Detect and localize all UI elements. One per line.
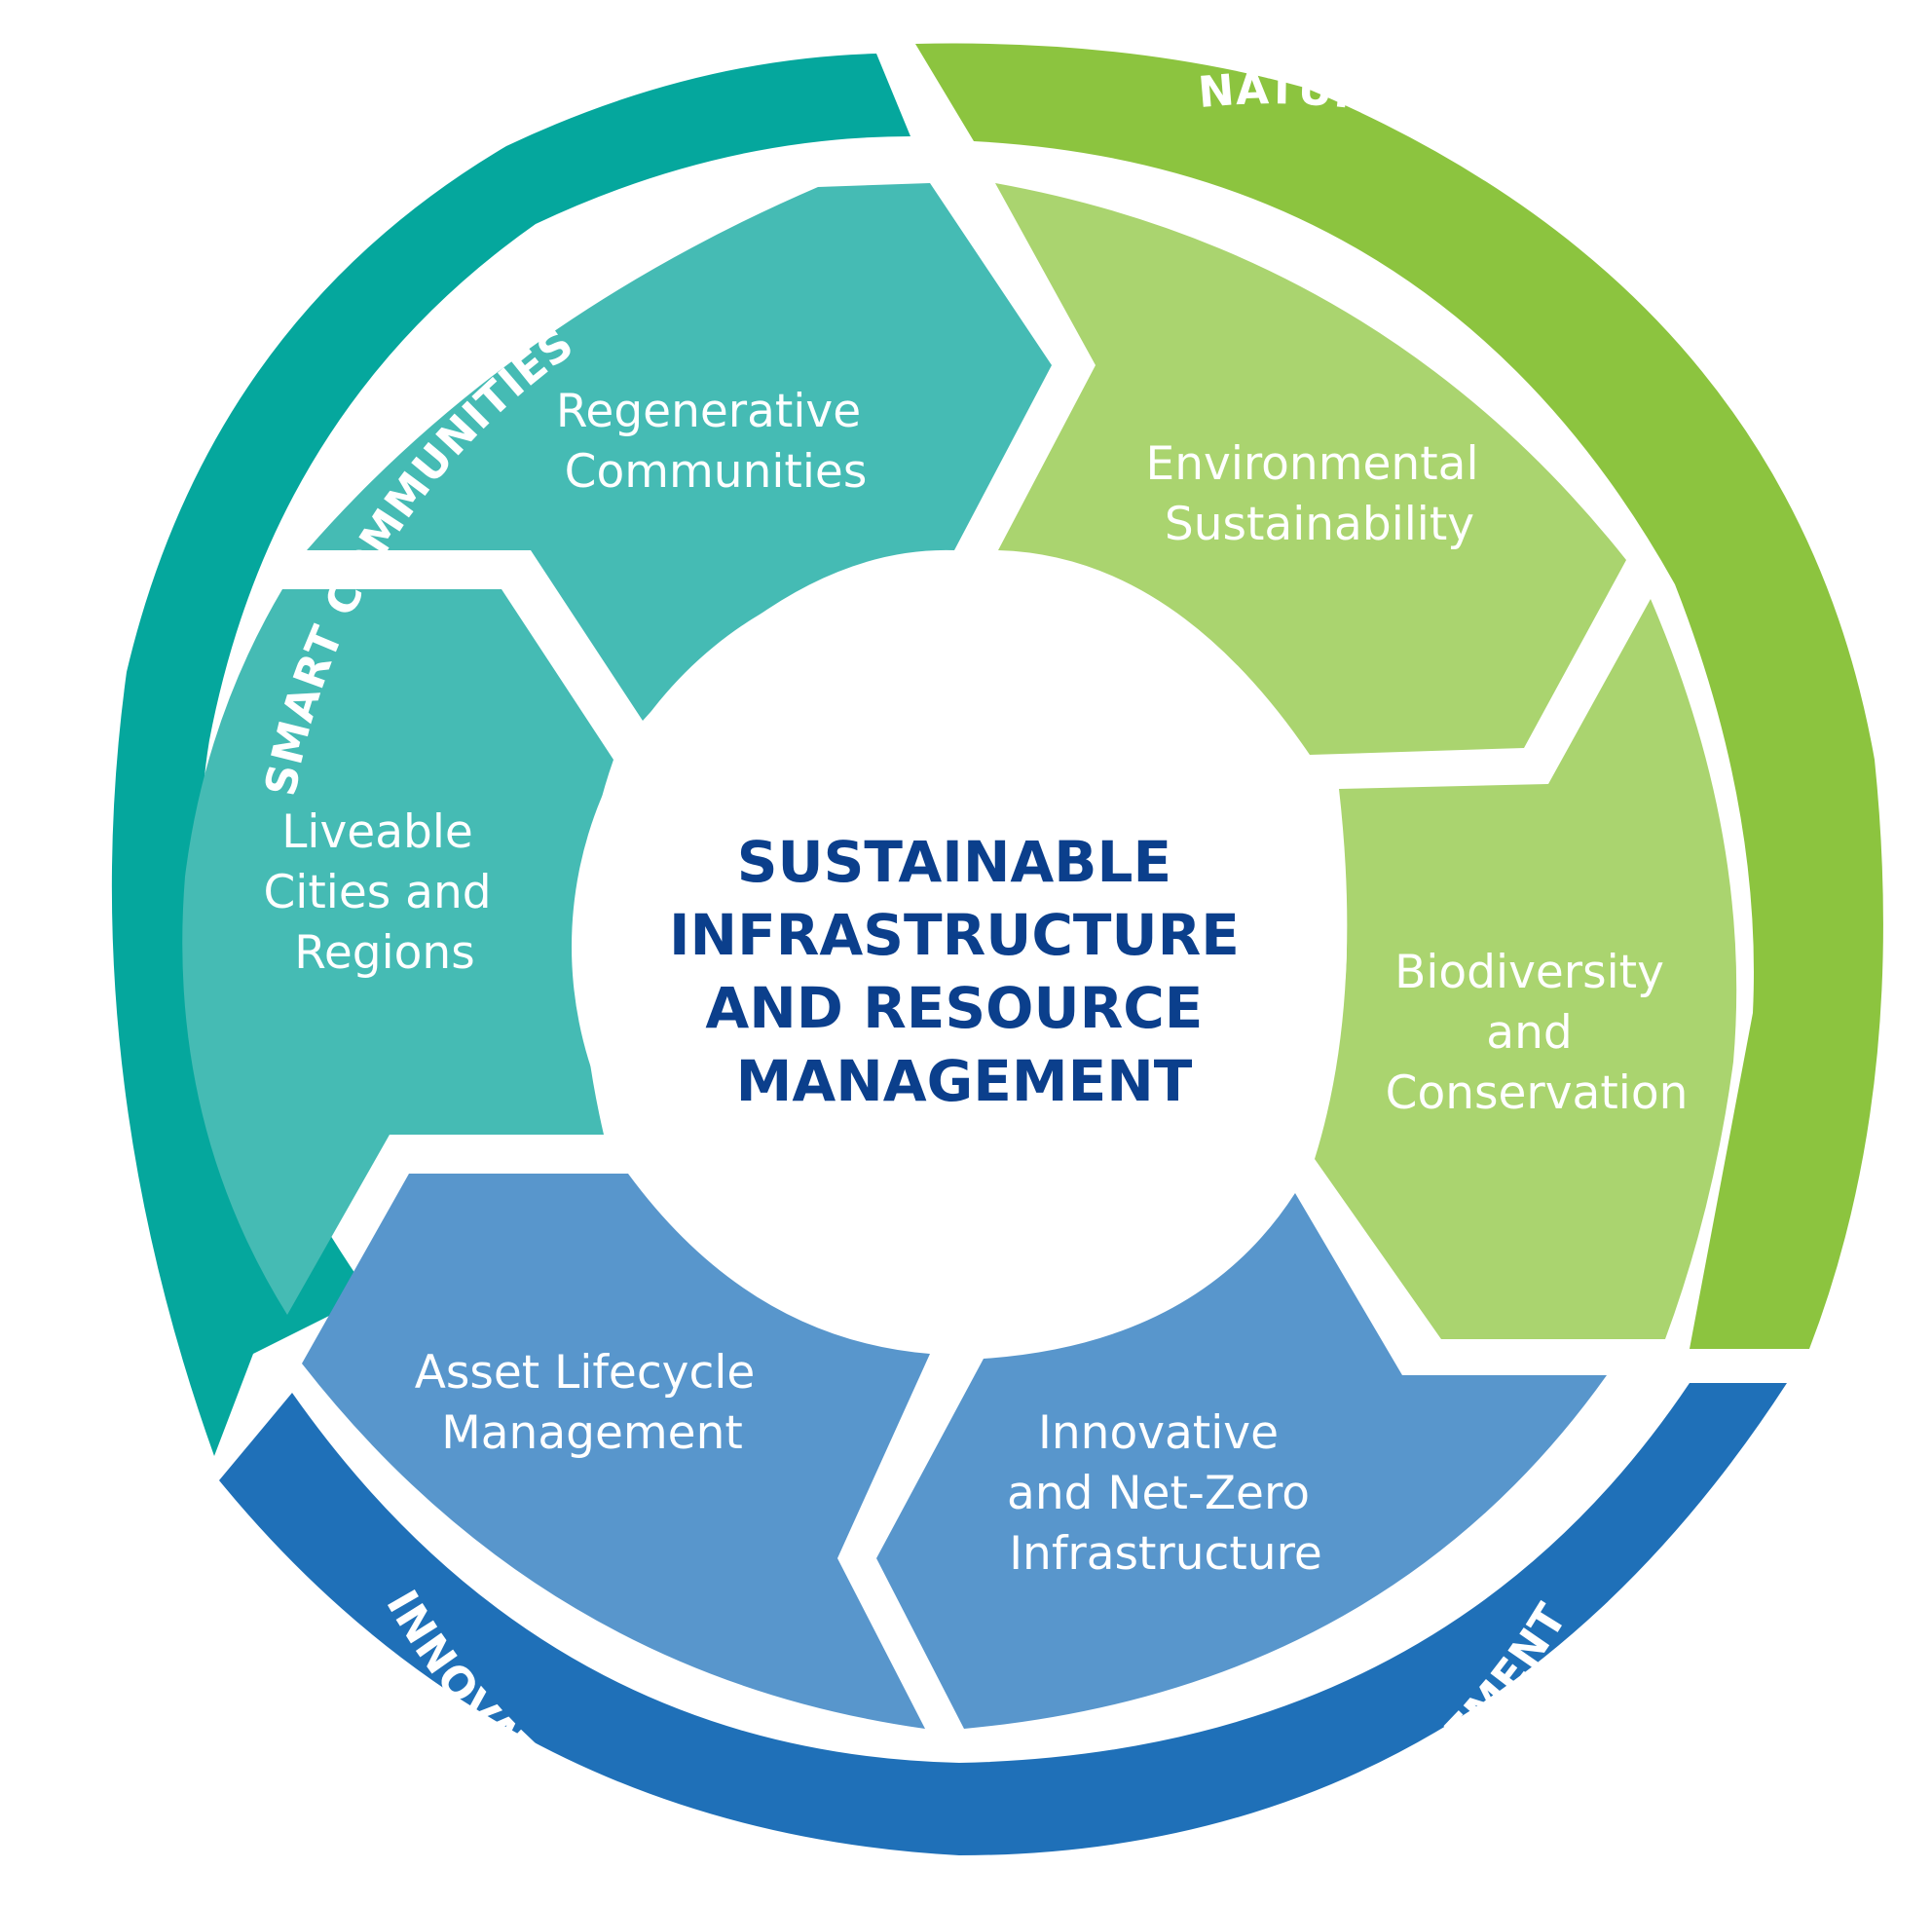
label-innovative-net-zero: Innovative and Net-Zero Infrastructure — [1007, 1406, 1324, 1581]
label-regenerative-communities: Regenerative Communities — [556, 385, 875, 499]
segment-regenerative-communities[interactable] — [307, 183, 1052, 721]
label-asset-lifecycle: Asset Lifecycle Management — [415, 1346, 770, 1460]
center-title: SUSTAINABLE INFRASTRUCTURE AND RESOURCE … — [669, 829, 1259, 1114]
center-circle — [572, 559, 1347, 1334]
outer-ring — [111, 43, 1883, 1855]
segment-liveable-cities[interactable] — [182, 589, 613, 1315]
ring-smart-communities — [111, 54, 910, 1456]
segment-biodiversity-conservation[interactable] — [1315, 599, 1737, 1339]
inner-segments — [182, 183, 1737, 1729]
segment-asset-lifecycle[interactable] — [302, 1174, 930, 1729]
label-environmental-sustainability: Environmental Sustainability — [1146, 437, 1494, 551]
segment-environmental-sustainability[interactable] — [995, 183, 1626, 755]
ring-natural-resources — [915, 43, 1883, 1350]
label-liveable-cities: Liveable Cities and Regions — [263, 805, 505, 980]
ring-innovative-infrastructure — [219, 1383, 1787, 1855]
label-biodiversity-conservation: Biodiversity and Conservation — [1386, 946, 1689, 1120]
segment-innovative-net-zero[interactable] — [876, 1193, 1607, 1729]
